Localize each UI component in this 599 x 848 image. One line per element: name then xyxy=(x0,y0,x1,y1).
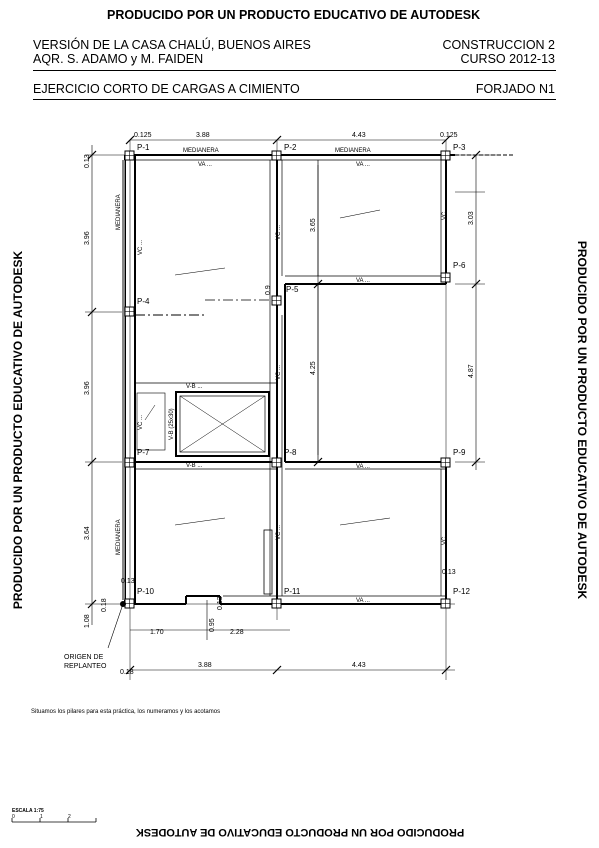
dim-right-1: 4.87 xyxy=(468,364,475,378)
dim-inner-2: 0.13 xyxy=(121,578,135,585)
dim-left-1: 3.96 xyxy=(84,231,91,245)
dim-bottom2-2: 4.43 xyxy=(352,662,366,669)
scale-tick-1: 1 xyxy=(40,814,43,820)
pillar-label-1: P-1 xyxy=(137,143,150,152)
grid-lines xyxy=(85,140,500,680)
dim-left-4: 1.08 xyxy=(84,614,91,628)
vc-label-2: VC ... xyxy=(138,415,144,430)
dim-top-1: 3.88 xyxy=(196,132,210,139)
dim-inner-3: 0.9 xyxy=(265,285,272,295)
header-rule-top xyxy=(33,70,556,71)
dim-left-0: 0.13 xyxy=(84,154,91,168)
dim-inner-1: 4.25 xyxy=(310,361,317,375)
pillar-label-9: P-9 xyxy=(453,448,466,457)
pillar-label-4: P-4 xyxy=(137,297,150,306)
vc-label-3: VC ... xyxy=(276,225,282,240)
scale-tick-2: 2 xyxy=(68,814,71,820)
vb-section-label: V-B (25x30) xyxy=(169,408,175,440)
medianera-label-1: MEDIANERA xyxy=(183,148,219,154)
header-rule-bottom xyxy=(33,99,556,100)
note-text: Situamos los pilares para esta práctica,… xyxy=(31,709,221,715)
vc-label-7: VC ... xyxy=(442,530,448,545)
origin-label-2: REPLANTEO xyxy=(64,663,107,670)
va-label-4: VA ... xyxy=(356,598,370,604)
dim-bottom2-1: 3.88 xyxy=(198,662,212,669)
slab-title: FORJADO N1 xyxy=(475,82,555,96)
pillar-label-2: P-2 xyxy=(284,143,297,152)
dim-bottom2-0: 0.18 xyxy=(120,669,134,676)
vb-label-2: V-B ... xyxy=(186,463,203,469)
dim-left-5: 0.18 xyxy=(101,598,108,612)
vc-label-5: VC ... xyxy=(276,525,282,540)
course-name: CONSTRUCCION 2 xyxy=(442,38,555,52)
exercise-title: EJERCICIO CORTO DE CARGAS A CIMIENTO xyxy=(33,82,300,96)
pillar-label-11: P-11 xyxy=(284,587,301,596)
origin-label-1: ORIGEN DE xyxy=(64,654,104,661)
dim-top-3: 0.125 xyxy=(440,132,458,139)
va-label-5: VA ... xyxy=(356,464,370,470)
va-label-1: VA ... xyxy=(198,162,212,168)
dim-bottom1-3: 0.13 xyxy=(217,596,224,610)
pillar-label-12: P-12 xyxy=(453,587,470,596)
vc-label-4: VC ... xyxy=(276,365,282,380)
scale-label: ESCALA 1:75 xyxy=(12,808,44,814)
medianera-label-4: MEDIANERA xyxy=(116,519,122,555)
vc-label-6: VC ... xyxy=(442,205,448,220)
dim-top-0: 0.125 xyxy=(134,132,152,139)
dim-right-0: 3.03 xyxy=(468,211,475,225)
dim-left-3: 3.64 xyxy=(84,526,91,540)
dim-right-2: 0.13 xyxy=(442,569,456,576)
dim-left-2: 3.96 xyxy=(84,381,91,395)
dim-inner-0: 3.65 xyxy=(310,218,317,232)
pillar-label-8: P-8 xyxy=(284,448,297,457)
va-label-3: VA ... xyxy=(356,278,370,284)
medianera-label-2: MEDIANERA xyxy=(335,148,371,154)
pillar-label-3: P-3 xyxy=(453,143,466,152)
vc-label-1: VC ... xyxy=(138,240,144,255)
scale-bar xyxy=(11,818,97,823)
pillars xyxy=(124,150,451,609)
dim-bottom1-1: 0.95 xyxy=(209,618,216,632)
va-label-2: VA ... xyxy=(356,162,370,168)
dim-bottom1-0: 1.70 xyxy=(150,629,164,636)
dim-bottom1-2: 2.28 xyxy=(230,629,244,636)
pillar-label-6: P-6 xyxy=(453,261,466,270)
main-beams xyxy=(124,154,455,605)
pillar-label-5: P-5 xyxy=(286,285,299,294)
pillar-label-7: P-7 xyxy=(137,448,150,457)
authors: AQR. S. ADAMO y M. FAIDEN xyxy=(33,52,204,66)
scale-tick-0: 0 xyxy=(12,814,15,820)
pillar-label-10: P-10 xyxy=(137,587,154,596)
course-year: CURSO 2012-13 xyxy=(460,52,556,66)
project-title: VERSIÓN DE LA CASA CHALÚ, BUENOS AIRES xyxy=(33,38,311,52)
medianera-label-3: MEDIANERA xyxy=(116,194,122,230)
dim-top-2: 4.43 xyxy=(352,132,366,139)
vb-label-1: V-B ... xyxy=(186,384,203,390)
watermark-top: PRODUCIDO POR UN PRODUCTO EDUCATIVO DE A… xyxy=(107,8,481,22)
